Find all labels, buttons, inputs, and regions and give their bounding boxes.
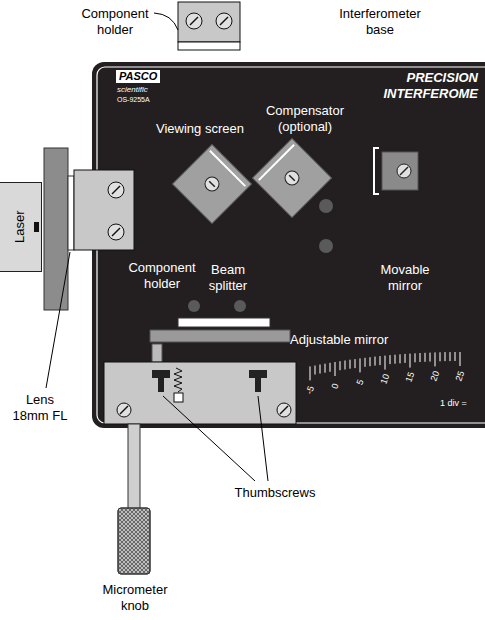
screw-slot <box>190 17 198 25</box>
screw-slot <box>112 228 120 236</box>
screw-slot <box>400 167 408 175</box>
scale-unit: 1 div = <box>440 398 467 409</box>
mounting-hole <box>188 300 200 312</box>
scale-number: 5 <box>349 366 371 398</box>
scale-number: 25 <box>449 360 471 392</box>
compensator-mount <box>252 138 331 217</box>
component-holder <box>74 170 134 250</box>
mounting-hole <box>234 300 246 312</box>
mounting-hole <box>319 239 333 253</box>
adjustable-mirror <box>178 318 270 327</box>
logo-text: scientific <box>117 85 148 95</box>
leader-line <box>46 252 70 388</box>
part-label: Beam splitter <box>198 262 258 293</box>
part-label: Adjustable mirror <box>290 332 388 348</box>
leader-line <box>258 396 268 481</box>
interferometer-base <box>92 62 485 428</box>
screw-slot <box>280 406 288 414</box>
laser-box: Laser <box>0 182 42 272</box>
leader-line <box>163 396 255 481</box>
leader-line <box>154 13 178 30</box>
laser-switch <box>34 222 39 232</box>
viewing-screen <box>178 42 240 50</box>
spring <box>174 368 182 392</box>
micrometer-contact <box>174 393 183 402</box>
thumbscrew <box>152 370 170 378</box>
part-label: Movable mirror <box>370 262 440 293</box>
movable-mirror-mount <box>382 152 418 190</box>
thumbscrew <box>249 370 267 378</box>
scale-number: 20 <box>424 360 446 392</box>
beam-splitter-mount <box>172 144 251 223</box>
compensator <box>252 138 331 217</box>
product-name: PRECISION <box>406 70 478 86</box>
part-label: Interferometer base <box>325 6 435 37</box>
screw <box>117 403 131 417</box>
part-label: Thumbscrews <box>220 485 330 501</box>
product-name: INTERFEROME <box>383 86 478 102</box>
part-label: Micrometer knob <box>90 582 180 613</box>
screw-slot <box>112 186 120 194</box>
logo-text: PASCO <box>116 70 160 83</box>
screw <box>186 13 202 29</box>
knob-knurling <box>118 508 150 574</box>
part-label: Component holder <box>122 260 202 291</box>
part-label: Compensator (optional) <box>255 103 355 134</box>
scale-number: 0 <box>324 370 346 402</box>
screw <box>277 403 291 417</box>
screw <box>108 182 124 198</box>
screw <box>108 224 124 240</box>
mirror-tab <box>152 344 162 362</box>
scale-number: 10 <box>374 363 396 395</box>
screw-slot <box>289 175 295 181</box>
screw-slot <box>220 17 228 25</box>
base-border <box>97 67 485 423</box>
screw <box>282 168 302 188</box>
micrometer-knob <box>118 508 150 574</box>
beam-splitter <box>172 144 251 223</box>
component-name: Laser <box>12 211 28 244</box>
movable-mirror <box>374 148 379 194</box>
thumbscrew <box>255 378 261 392</box>
scale-number: -5 <box>299 374 321 406</box>
mirror-plate <box>150 330 290 342</box>
screw <box>202 174 222 194</box>
micrometer-stem <box>128 424 140 510</box>
mirror-bar <box>104 362 296 424</box>
screw <box>397 164 411 178</box>
part-label: Lens 18mm FL <box>10 392 70 423</box>
thumbscrew <box>158 378 164 392</box>
screw-slot <box>209 181 215 187</box>
component-holder <box>178 2 240 42</box>
screw-slot <box>120 406 128 414</box>
part-label: Component holder <box>70 6 160 37</box>
model-number: OS-9255A <box>117 96 150 104</box>
part-label: Viewing screen <box>135 121 265 137</box>
screw <box>216 13 232 29</box>
mounting-hole <box>319 199 333 213</box>
scale-number: 15 <box>399 361 421 393</box>
lens <box>68 176 74 250</box>
